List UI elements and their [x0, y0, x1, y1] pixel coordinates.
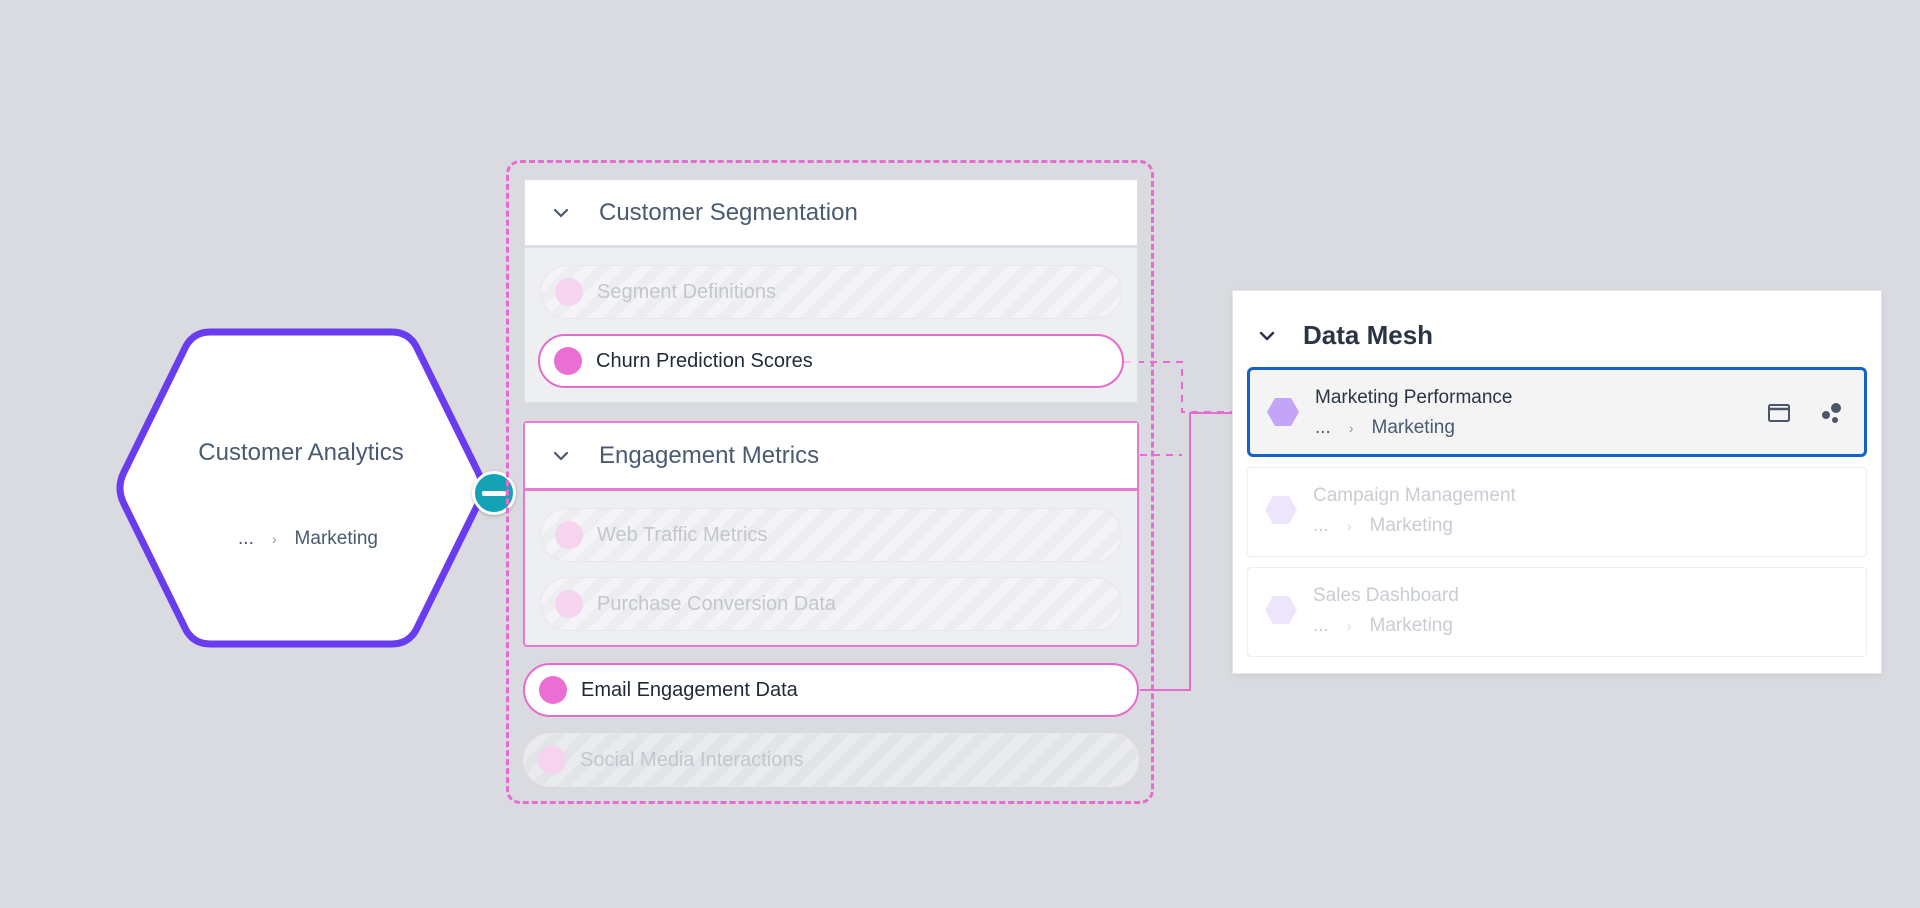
breadcrumb-domain[interactable]: Marketing: [294, 528, 378, 549]
breadcrumb-ellipsis[interactable]: ...: [238, 528, 254, 549]
list-item-churn-prediction-scores[interactable]: Churn Prediction Scores: [538, 334, 1124, 388]
chevron-down-icon[interactable]: [551, 446, 571, 466]
item-label: Segment Definitions: [597, 280, 776, 303]
chevron-right-icon: ›: [1346, 518, 1352, 534]
dataset-dot-icon: [555, 521, 583, 549]
chevron-down-icon[interactable]: [551, 203, 571, 223]
item-name: Marketing Performance: [1315, 387, 1513, 408]
entity-breadcrumb: ... › Marketing: [208, 528, 408, 550]
section-title: Customer Segmentation: [599, 198, 858, 226]
mesh-item-sales-dashboard[interactable]: Sales Dashboard ... › Marketing: [1247, 567, 1867, 657]
chevron-right-icon: ›: [1346, 618, 1352, 634]
item-breadcrumb: ... › Marketing: [1313, 615, 1453, 637]
dataset-dot-icon: [539, 676, 567, 704]
section-title: Engagement Metrics: [599, 441, 820, 469]
section-header[interactable]: Engagement Metrics: [525, 423, 1137, 491]
chevron-right-icon: ›: [271, 531, 277, 547]
mesh-item-campaign-management[interactable]: Campaign Management ... › Marketing: [1247, 467, 1867, 557]
panel-header[interactable]: Data Mesh: [1233, 311, 1433, 359]
breadcrumb-domain[interactable]: Marketing: [1369, 615, 1453, 636]
dataset-dot-icon: [554, 347, 582, 375]
data-product-hexagon-icon: [1265, 596, 1297, 624]
breadcrumb-domain[interactable]: Marketing: [1369, 515, 1453, 536]
data-mesh-panel: Data Mesh Marketing Performance ... › Ma…: [1232, 290, 1882, 674]
dataset-dot-icon: [555, 278, 583, 306]
item-label: Social Media Interactions: [580, 748, 804, 771]
breadcrumb-ellipsis[interactable]: ...: [1313, 515, 1329, 536]
dataset-dot-icon: [555, 590, 583, 618]
item-breadcrumb: ... › Marketing: [1313, 515, 1453, 537]
item-label: Web Traffic Metrics: [597, 523, 768, 546]
item-label: Email Engagement Data: [581, 678, 798, 701]
hexagon-shape: [116, 328, 486, 648]
breadcrumb-ellipsis[interactable]: ...: [1315, 417, 1331, 438]
data-product-hexagon-icon: [1267, 398, 1299, 426]
list-item-segment-definitions[interactable]: Segment Definitions: [540, 265, 1122, 319]
item-label: Churn Prediction Scores: [596, 349, 813, 372]
item-name: Campaign Management: [1313, 485, 1516, 506]
item-breadcrumb: ... › Marketing: [1315, 417, 1455, 439]
item-name: Sales Dashboard: [1313, 585, 1459, 606]
list-item-social-media-interactions[interactable]: Social Media Interactions: [523, 733, 1139, 787]
lineage-icon[interactable]: [1818, 400, 1844, 426]
window-icon[interactable]: [1766, 400, 1792, 426]
minus-icon: [482, 490, 506, 496]
entity-node[interactable]: Customer Analytics ... › Marketing: [116, 328, 486, 648]
section-header[interactable]: Customer Segmentation: [525, 180, 1137, 248]
mesh-item-marketing-performance[interactable]: Marketing Performance ... › Marketing: [1247, 367, 1867, 457]
dataset-dot-icon: [538, 746, 566, 774]
item-label: Purchase Conversion Data: [597, 592, 837, 615]
chevron-right-icon: ›: [1348, 420, 1354, 436]
chevron-down-icon[interactable]: [1257, 325, 1277, 345]
data-product-hexagon-icon: [1265, 496, 1297, 524]
list-item-email-engagement-data[interactable]: Email Engagement Data: [523, 663, 1139, 717]
breadcrumb-domain[interactable]: Marketing: [1371, 417, 1455, 438]
entity-title: Customer Analytics: [198, 439, 404, 466]
panel-title: Data Mesh: [1303, 319, 1434, 350]
list-item-web-traffic-metrics[interactable]: Web Traffic Metrics: [540, 508, 1122, 562]
list-item-purchase-conversion-data[interactable]: Purchase Conversion Data: [540, 577, 1122, 631]
group-container: [506, 160, 1154, 804]
breadcrumb-ellipsis[interactable]: ...: [1313, 615, 1329, 636]
